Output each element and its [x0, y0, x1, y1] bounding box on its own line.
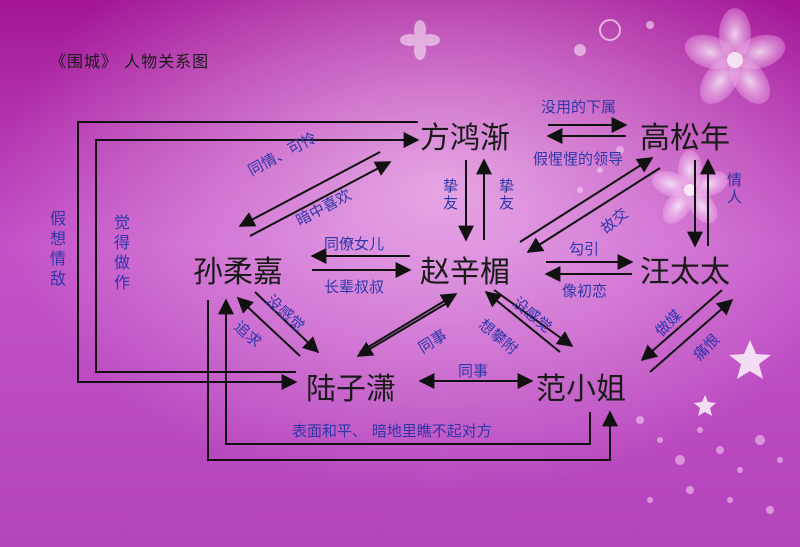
label-fang-gao-bottom: 假惺惺的领导	[533, 150, 624, 168]
label-zhao-wang-bottom: 像初恋	[562, 282, 608, 300]
label-sun-zhao-top: 同僚女儿	[324, 235, 385, 253]
label-gao-wang: 情人	[725, 172, 743, 206]
arrow-fang-lu-outer	[77, 121, 418, 390]
arrow-zhao-to-fan	[493, 289, 574, 347]
arrow-sun-to-fang	[249, 161, 392, 237]
label-lu-fan: 同事	[458, 362, 489, 380]
arrow-sun-to-fan-outer	[207, 300, 618, 461]
arrow-fan-to-zhao	[484, 290, 561, 353]
label-left-outer: 假想情敌	[47, 210, 66, 290]
node-lu-zixiao: 陆子潇	[306, 372, 396, 407]
label-fang-zhao-left: 挚友	[441, 178, 459, 212]
arrow-lu-to-sun	[236, 296, 301, 357]
label-left-inner: 觉得做作	[111, 214, 130, 294]
arrow-wang-to-fan	[640, 289, 723, 362]
dots-decoration	[577, 146, 783, 514]
star-decoration	[694, 340, 771, 416]
label-sun-zhao-bottom: 长辈叔叔	[324, 278, 385, 296]
arrow-fan-to-sun-inner	[218, 298, 591, 445]
node-zhao-xinmei: 赵辛楣	[420, 255, 510, 290]
arrow-fang-to-sun	[238, 151, 381, 227]
arrow-gao-to-zhao	[526, 167, 661, 253]
arrow-sun-to-lu	[254, 291, 320, 354]
node-wang-taitai: 汪太太	[640, 255, 730, 290]
arrow-zhao-to-lu	[356, 299, 453, 357]
node-fang-hongjian: 方鸿渐	[420, 121, 510, 156]
label-fang-gao-top: 没用的下属	[541, 98, 617, 116]
arrow-fan-to-wang	[649, 298, 734, 373]
node-gao-songnian: 高松年	[640, 121, 730, 156]
arrow-lu-to-zhao	[359, 293, 458, 353]
node-fan-xiaojie: 范小姐	[536, 372, 626, 407]
label-zhao-wang-top: 勾引	[569, 240, 600, 258]
diagram-title: 《围城》 人物关系图	[50, 52, 210, 71]
node-sun-roujia: 孙柔嘉	[193, 255, 283, 290]
arrow-zhao-to-gao	[519, 157, 654, 243]
label-sun-fan: 表面和平、 暗地里瞧不起对方	[292, 422, 492, 440]
connectors	[77, 117, 734, 461]
arrow-lu-fang-inner	[95, 132, 420, 373]
label-fang-zhao-right: 挚友	[497, 178, 515, 212]
